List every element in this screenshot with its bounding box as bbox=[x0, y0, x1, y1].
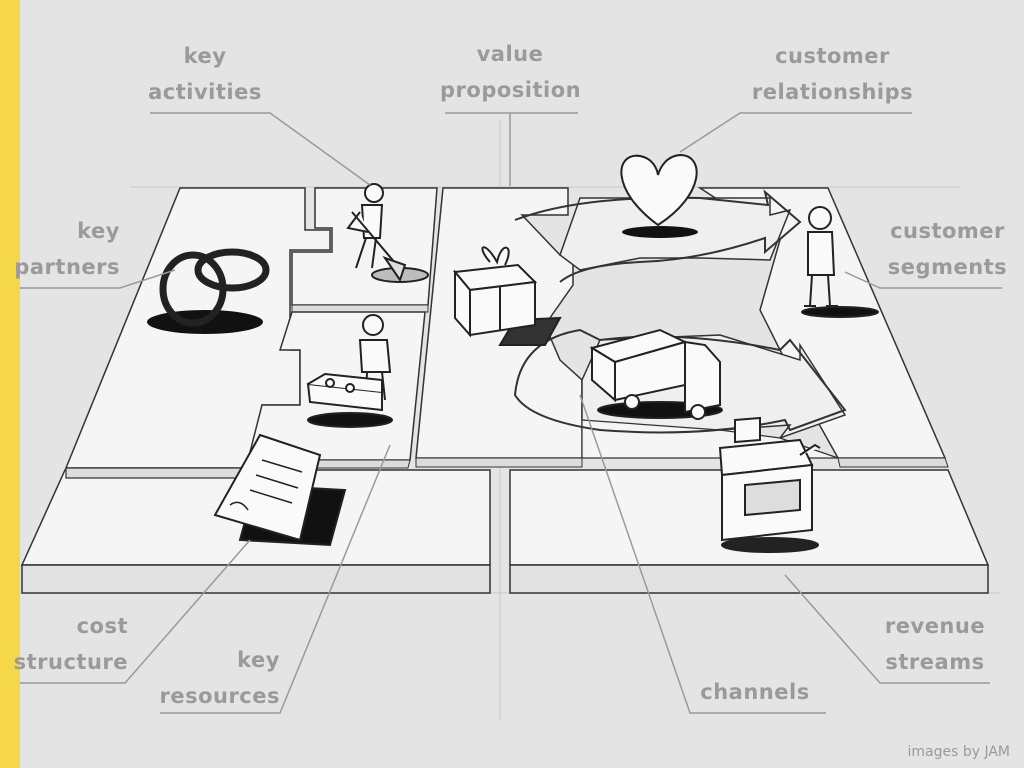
label-cost-structure-line2: structure bbox=[13, 650, 128, 674]
heart-icon bbox=[620, 153, 698, 238]
label-customer-relationships-line1: customer bbox=[775, 44, 890, 68]
label-key-partners-line1: key bbox=[77, 219, 120, 243]
label-value-proposition-line1: value bbox=[476, 42, 544, 66]
customer-person-icon bbox=[801, 206, 879, 318]
rings-icon bbox=[147, 248, 270, 334]
label-key-partners: key partners bbox=[10, 213, 120, 285]
label-key-activities: key activities bbox=[140, 38, 270, 110]
person-with-crate-icon bbox=[306, 314, 393, 428]
label-key-resources-line2: resources bbox=[159, 684, 280, 708]
label-value-proposition: value proposition bbox=[440, 36, 582, 108]
label-customer-segments: customer segments bbox=[880, 213, 1015, 285]
label-customer-relationships: customer relationships bbox=[750, 38, 915, 110]
label-value-proposition-line2: proposition bbox=[440, 78, 582, 102]
truck-icon bbox=[589, 328, 723, 420]
label-cost-structure: cost structure bbox=[8, 608, 128, 680]
label-customer-relationships-line2: relationships bbox=[751, 80, 914, 104]
label-leader-lines bbox=[20, 112, 1002, 714]
label-key-activities-line1: key bbox=[183, 44, 227, 68]
document-icon bbox=[213, 433, 347, 547]
accent-stripe bbox=[0, 0, 20, 768]
label-revenue-streams-line2: streams bbox=[885, 650, 985, 674]
image-credit: images by JAM bbox=[907, 744, 1010, 760]
label-key-partners-line2: partners bbox=[14, 255, 120, 279]
cash-register-icon bbox=[718, 416, 821, 553]
label-key-activities-line2: activities bbox=[148, 80, 262, 104]
label-revenue-streams-line1: revenue bbox=[884, 614, 986, 638]
label-customer-segments-line2: segments bbox=[887, 255, 1008, 279]
label-channels-line1: channels bbox=[700, 680, 810, 704]
gift-box-icon bbox=[453, 246, 562, 346]
label-key-resources-line1: key bbox=[237, 648, 280, 672]
digging-person-icon bbox=[346, 183, 429, 283]
label-channels: channels bbox=[690, 674, 820, 710]
label-cost-structure-line1: cost bbox=[76, 614, 128, 638]
label-customer-segments-line1: customer bbox=[890, 219, 1005, 243]
label-revenue-streams: revenue streams bbox=[876, 608, 994, 680]
label-key-resources: key resources bbox=[155, 642, 280, 714]
